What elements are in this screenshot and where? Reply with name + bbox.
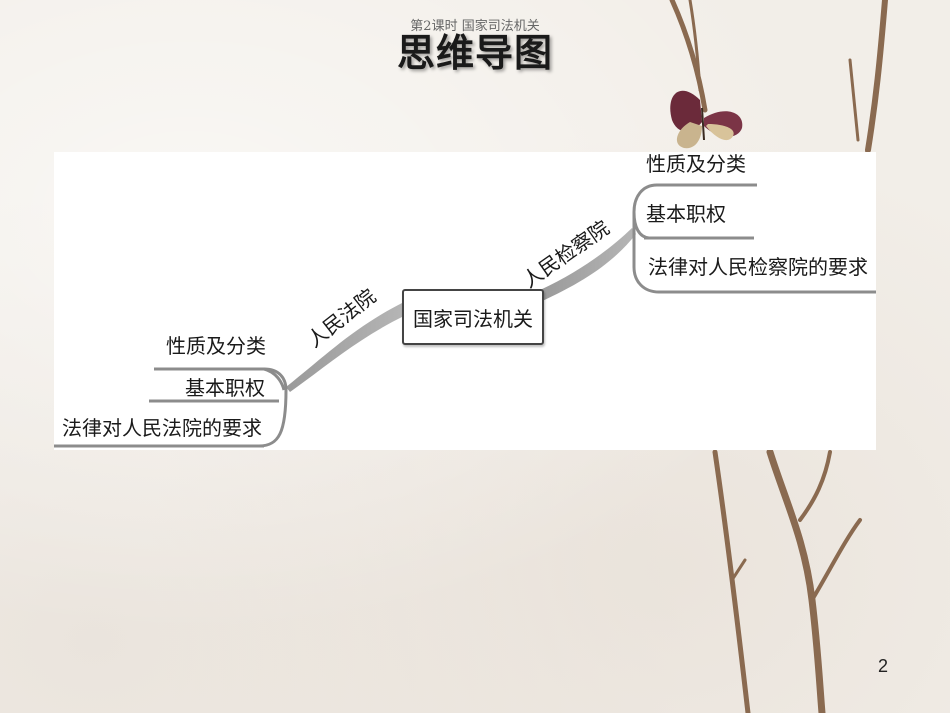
right-item-nature: 性质及分类 xyxy=(646,152,746,176)
mind-map-connectors xyxy=(54,183,876,448)
center-node: 国家司法机关 xyxy=(402,289,544,345)
left-item-nature: 性质及分类 xyxy=(166,334,266,358)
right-branch-connector xyxy=(540,228,636,302)
right-item-powers: 基本职权 xyxy=(646,202,726,226)
right-item-requirements: 法律对人民检察院的要求 xyxy=(648,255,868,279)
slide-title: 思维导图 xyxy=(396,31,553,75)
left-branch-connector xyxy=(286,302,404,392)
left-item-requirements: 法律对人民法院的要求 xyxy=(62,416,262,440)
left-item-powers: 基本职权 xyxy=(185,376,265,400)
page-number: 2 xyxy=(878,656,889,676)
lesson-subtitle: 第2课时 国家司法机关 xyxy=(410,19,540,34)
left-bracket xyxy=(54,367,288,448)
butterfly-icon xyxy=(670,90,743,149)
mind-map: 国家司法机关 人民法院 人民检察院 性质及分类 基本职权 法律对人民法院的要求 … xyxy=(54,152,876,450)
right-bracket xyxy=(632,183,876,294)
